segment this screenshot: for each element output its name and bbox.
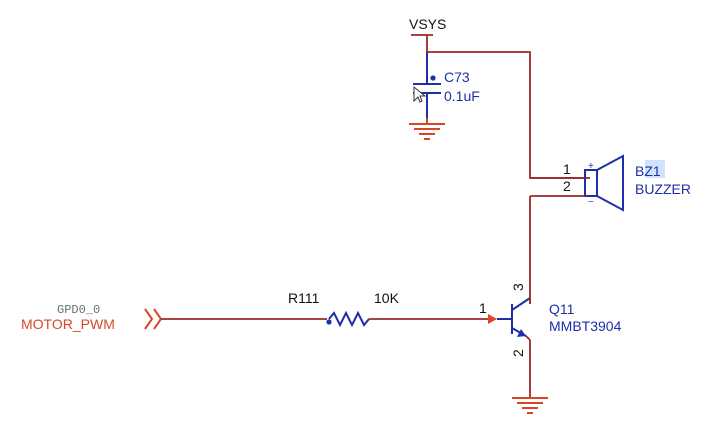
transistor-base-pin-number: 1 bbox=[479, 300, 487, 316]
emitter-arrow-icon bbox=[517, 329, 526, 337]
buzzer-ref-highlight bbox=[645, 160, 665, 178]
capacitor-ref: C73 bbox=[444, 69, 470, 85]
capacitor-ground-icon bbox=[409, 118, 445, 140]
transistor-ground-icon bbox=[512, 397, 548, 414]
motor-pwm-arrow-outer bbox=[144, 308, 154, 330]
motor-pwm-net-port[interactable]: GPD0_0 MOTOR_PWM bbox=[21, 303, 163, 332]
transistor-ref: Q11 bbox=[549, 301, 575, 317]
emitter-joint bbox=[525, 335, 531, 341]
resistor-ref: R111 bbox=[288, 290, 320, 306]
buzzer-pin1-number: 1 bbox=[563, 161, 571, 177]
motor-pwm-arrow-inner bbox=[153, 308, 163, 330]
transistor-collector-pin-number: 3 bbox=[510, 283, 526, 291]
transistor-emitter-pin-number: 2 bbox=[510, 349, 526, 357]
transistor-part: MMBT3904 bbox=[549, 318, 622, 334]
buzzer-minus-sign: − bbox=[588, 197, 594, 208]
pointer-cursor-icon bbox=[413, 85, 427, 103]
buzzer-horn bbox=[596, 154, 624, 212]
gpio-alias-label: GPD0_0 bbox=[57, 303, 100, 317]
vsys-label: VSYS bbox=[409, 16, 446, 32]
resistor-value: 10K bbox=[374, 290, 400, 306]
resistor-dot bbox=[326, 319, 332, 325]
capacitor-dot bbox=[430, 75, 436, 81]
resistor-r111[interactable]: R111 10K bbox=[288, 290, 400, 328]
motor-pwm-label: MOTOR_PWM bbox=[21, 316, 115, 332]
buzzer-ref: BZ1 bbox=[635, 163, 661, 179]
buzzer-pin2-number: 2 bbox=[563, 178, 571, 194]
base-pin-arrow-icon bbox=[488, 314, 497, 324]
buzzer-bz1[interactable]: 1 2 + − BZ1 BUZZER bbox=[530, 154, 691, 212]
buzzer-body bbox=[584, 169, 598, 197]
capacitor-c73[interactable]: C73 0.1uF bbox=[413, 52, 480, 118]
capacitor-value: 0.1uF bbox=[444, 88, 480, 104]
resistor-zigzag bbox=[328, 310, 370, 328]
buzzer-name: BUZZER bbox=[635, 181, 691, 197]
vsys-power-port[interactable]: VSYS bbox=[409, 16, 446, 52]
collector-lead bbox=[511, 297, 531, 311]
transistor-q11[interactable]: 1 3 2 Q11 MMBT3904 bbox=[479, 283, 622, 357]
buzzer-plus-sign: + bbox=[588, 161, 594, 172]
